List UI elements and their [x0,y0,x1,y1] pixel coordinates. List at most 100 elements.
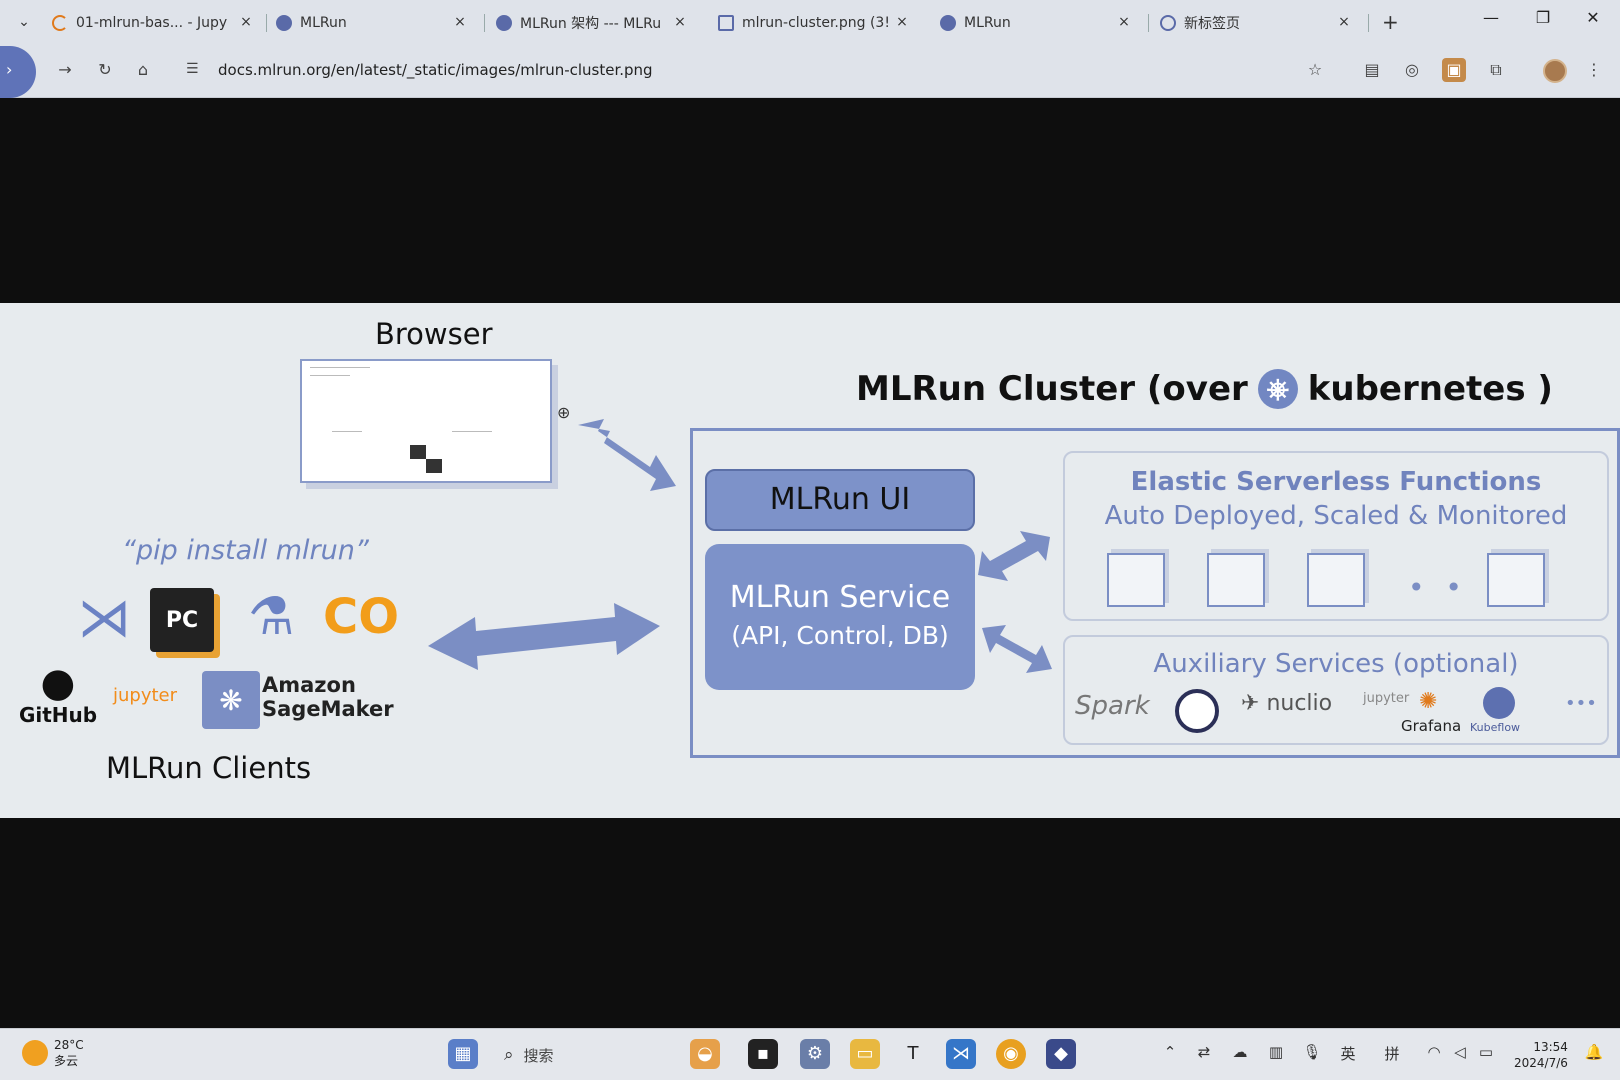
service-title: MLRun Service [729,580,951,615]
sagemaker-brain-icon: ❋ [202,671,260,729]
reading-mode-icon[interactable]: ▤ [1364,60,1380,79]
battery-icon[interactable]: ▭ [1478,1043,1494,1061]
cluster-box: MLRun UI MLRun Service (API, Control, DB… [690,428,1620,758]
translate-icon[interactable]: ◎ [1405,60,1419,79]
weather-desc: 多云 [54,1054,79,1068]
profile-avatar[interactable] [1543,59,1567,83]
close-window-button[interactable]: ✕ [1586,8,1600,27]
sidebar-toggle-button[interactable]: › [0,46,36,98]
tab-close-icon[interactable]: × [1118,14,1130,30]
mlrun-icon [940,15,956,31]
colab-logo: CO [322,589,400,645]
forward-arrow-icon[interactable]: → [58,60,72,79]
terminal-app-icon[interactable]: ▪ [748,1039,778,1069]
loading-icon [52,15,68,31]
cluster-title-suffix: kubernetes ) [1307,369,1553,409]
function-cube-icon [1307,553,1365,607]
settings-gear-icon[interactable]: ⚙ [800,1039,830,1069]
show-hidden-icons-chevron-icon[interactable]: ⌃ [1163,1043,1177,1061]
volume-icon[interactable]: ◁ [1454,1043,1466,1061]
chevron-right-icon: › [6,60,13,79]
tab-close-icon[interactable]: × [674,14,686,30]
search-highlight-icon[interactable]: ◒ [690,1039,720,1069]
jupyter-logo: jupyter [110,665,180,725]
home-icon[interactable]: ⌂ [137,60,149,79]
grafana-icon: ✺ [1419,689,1438,714]
microphone-icon[interactable]: 🎙 [1302,1043,1322,1061]
restore-button[interactable]: ❐ [1535,8,1551,27]
mlrun-ui-box: MLRun UI [705,469,975,531]
elastic-functions-box: Elastic Serverless Functions Auto Deploy… [1063,451,1609,621]
weather-temp: 28°C [54,1038,84,1052]
newtab-icon [1160,15,1176,31]
tab-mlrun-architecture[interactable]: MLRun 架构 --- MLRu × [496,6,696,40]
mlrun-icon [496,15,512,31]
tray-app-icon[interactable]: ⇄ [1197,1043,1211,1061]
notification-bell-icon[interactable]: 🔔 [1584,1043,1604,1061]
mlrun-service-box: MLRun Service (API, Control, DB) [705,544,975,690]
vscode-app-icon[interactable]: ⋊ [946,1039,976,1069]
taskbar-search[interactable]: ⌕ 搜索 [500,1038,730,1072]
tab-title: MLRun [300,15,347,31]
bookmark-star-icon[interactable]: ☆ [1307,60,1323,79]
tab-new-tab-page[interactable]: 新标签页 × [1160,6,1360,40]
tab-mlrun[interactable]: MLRun × [276,6,476,40]
github-logo: ● GitHub [19,660,97,727]
chrome-app-icon[interactable]: ◉ [996,1039,1026,1069]
thumbnail-text-line [332,431,362,432]
sagemaker-line2: SageMaker [262,697,394,721]
minimize-button[interactable]: — [1483,8,1499,27]
more-services-ellipsis: ••• [1565,693,1597,714]
typora-app-icon[interactable]: T [907,1043,919,1064]
extensions-puzzle-icon[interactable]: ⧉ [1490,60,1502,79]
aux-title: Auxiliary Services (optional) [1153,649,1519,679]
github-octocat-icon: ● [40,660,76,706]
tab-mlrun-2[interactable]: MLRun × [940,6,1140,40]
flask-logo-icon: ⚗ [247,587,295,647]
start-windows-icon[interactable]: ▦ [448,1039,478,1069]
function-cube-icon [1207,553,1265,607]
elastic-title: Elastic Serverless Functions [1130,467,1542,497]
mlrun-cluster-diagram[interactable]: Browser ⊕ MLRun Cluster (over ⎈ kubernet… [0,303,1620,818]
tab-jupyter[interactable]: 01-mlrun-bas... - Jupy × [52,6,262,40]
elastic-subtitle: Auto Deployed, Scaled & Monitored [1104,501,1568,531]
search-icon: ⌕ [504,1045,514,1065]
tab-title: MLRun 架构 --- MLRu [520,16,662,32]
browser-label: Browser [375,317,493,351]
weather-widget[interactable]: 28°C 多云 [22,1037,84,1069]
sagemaker-line1: Amazon [262,673,356,697]
extension-icon[interactable]: ▣ [1442,58,1466,82]
new-tab-button[interactable]: + [1382,10,1399,34]
nuclio-logo: ✈ nuclio [1241,691,1332,716]
jupyter-aux-logo: jupyter [1363,691,1410,706]
ime-language-indicator[interactable]: 英 [1340,1045,1356,1063]
site-info-icon[interactable]: ☰ [186,61,199,77]
tab-mlrun-cluster-png[interactable]: mlrun-cluster.png (3! × [718,6,918,40]
tab-close-icon[interactable]: × [454,14,466,30]
thumbnail-block [426,459,442,473]
ime-mode-indicator[interactable]: 拼 [1384,1045,1400,1063]
more-menu-icon[interactable]: ⋮ [1586,60,1602,79]
address-bar-url[interactable]: docs.mlrun.org/en/latest/_static/images/… [218,61,653,79]
tab-separator [484,14,485,32]
tab-close-icon[interactable]: × [1338,14,1350,30]
thumbnail-text-line [452,431,492,432]
pip-install-text: “pip install mlrun” [122,535,369,566]
file-explorer-icon[interactable]: ▭ [850,1039,880,1069]
thumbnail-text-line [310,375,350,376]
tab-search-chevron-icon[interactable]: ⌄ [18,14,30,30]
system-clock[interactable]: 13:54 2024/7/6 [1514,1039,1568,1071]
anaconda-app-icon[interactable]: ◆ [1046,1039,1076,1069]
wifi-icon[interactable]: ◠ [1427,1043,1441,1061]
tab-close-icon[interactable]: × [896,14,908,30]
nuclio-mascot-icon: ✈ [1241,691,1260,716]
clock-time: 13:54 [1533,1040,1568,1054]
onedrive-cloud-icon[interactable]: ☁ [1232,1043,1248,1061]
weather-text: 28°C 多云 [54,1037,84,1069]
jupyter-logo-text: jupyter [112,684,178,706]
tray-chart-icon[interactable]: ▥ [1268,1043,1284,1061]
cluster-title: MLRun Cluster (over ⎈ kubernetes ) [856,369,1553,409]
reload-icon[interactable]: ↻ [98,60,112,79]
tab-close-icon[interactable]: × [240,14,252,30]
